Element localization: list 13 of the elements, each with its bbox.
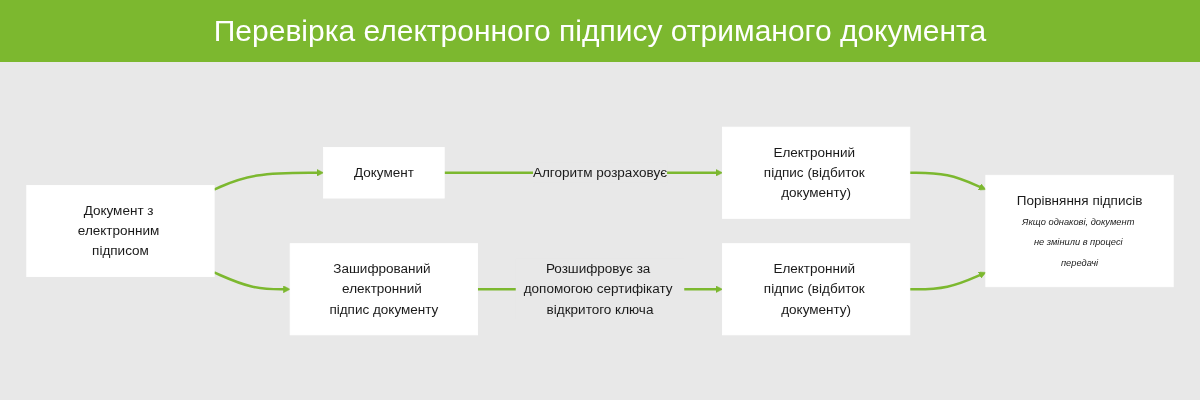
arrow (909, 271, 987, 291)
node-box: Електронний підпис (відбиток документу) (722, 126, 911, 219)
title: Перевірка електронного підпису отриманого документа (213, 14, 987, 48)
node-box: Документ з електронним підписом (26, 185, 215, 277)
edge-label: Розшифровує за допомогою сертифікату відкритого ключа (523, 261, 673, 317)
edge-label: Алгоритм розраховує (532, 165, 668, 180)
arrow (909, 171, 987, 191)
node-box: Зашифрований електронний підпис документу (289, 243, 478, 336)
node-box: Електронний підпис (відбиток документу) (722, 243, 911, 336)
node-box: Порівняння підписів Якщо однакові, документ не змінили в процесі передачі (985, 174, 1174, 288)
arrow (213, 169, 324, 191)
node-box: Документ (323, 147, 445, 199)
arrow (213, 271, 291, 293)
